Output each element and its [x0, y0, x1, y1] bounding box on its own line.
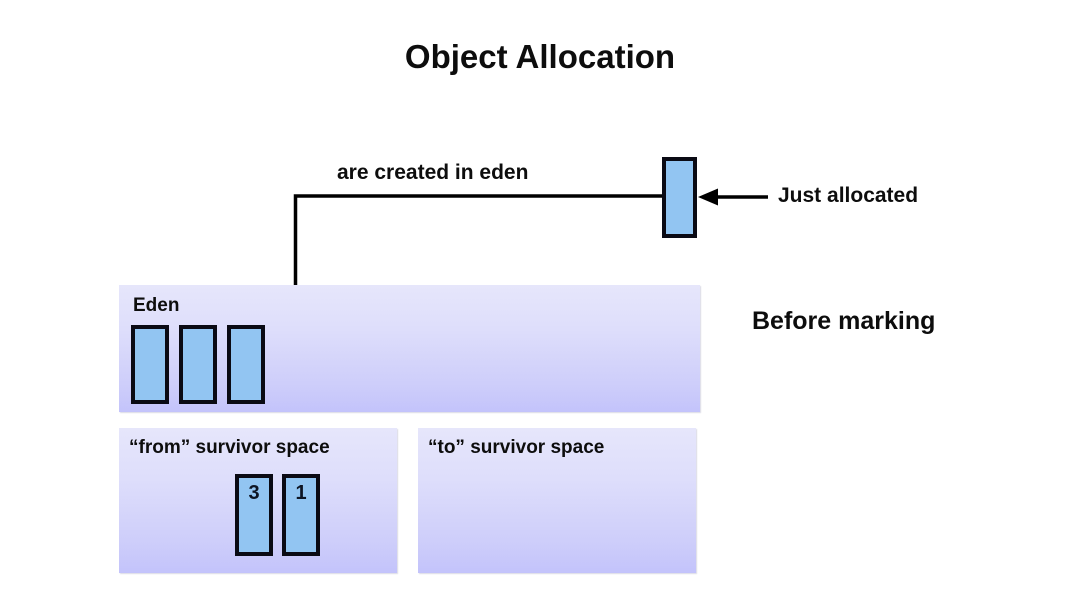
memory-region-to-survivor[interactable]: “to” survivor space: [418, 428, 696, 573]
memory-region-from-survivor[interactable]: “from” survivor space 3 1: [119, 428, 397, 573]
from-survivor-region-label: “from” survivor space: [129, 437, 330, 458]
phase-label-before-marking: Before marking: [752, 307, 936, 335]
annotation-created-in-eden: are created in eden: [337, 161, 529, 184]
from-survivor-object-block[interactable]: 3: [235, 474, 273, 556]
eden-object-block[interactable]: [227, 325, 265, 404]
eden-object-block[interactable]: [179, 325, 217, 404]
annotation-just-allocated: Just allocated: [778, 184, 919, 207]
from-survivor-object-block[interactable]: 1: [282, 474, 320, 556]
from-survivor-object-label: 1: [295, 482, 307, 504]
from-survivor-object-label: 3: [248, 482, 260, 504]
to-survivor-region-label: “to” survivor space: [428, 437, 605, 458]
eden-region-label: Eden: [133, 295, 180, 316]
just-allocated-arrow: [698, 188, 768, 206]
allocated-object-block[interactable]: [662, 157, 697, 238]
eden-object-block[interactable]: [131, 325, 169, 404]
memory-region-eden[interactable]: Eden: [119, 285, 700, 412]
page-title: Object Allocation: [404, 38, 676, 75]
